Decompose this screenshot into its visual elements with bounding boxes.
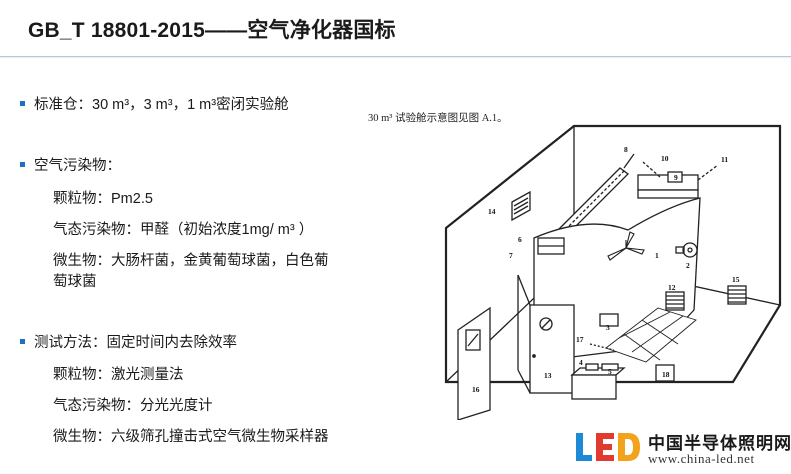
storage-box <box>655 364 675 382</box>
diagram-label-4: 4 <box>579 358 583 367</box>
diagram-label-18: 18 <box>662 370 670 379</box>
bullet-item-chamber: 标准仓：30 m³，3 m³，1 m³密闭实验舱 <box>20 93 289 114</box>
sampler-bench <box>570 363 626 400</box>
diagram-label-7: 7 <box>509 251 513 260</box>
purifier-device <box>599 313 619 327</box>
bullet-item-pollutants: 空气污染物： <box>20 154 121 175</box>
diagram-label-1: 1 <box>655 251 659 260</box>
sub-item-microbe-method: 微生物：六级筛孔撞击式空气微生物采样器 <box>53 429 329 445</box>
diagram-label-16: 16 <box>472 385 480 394</box>
inner-test-chamber <box>517 274 575 394</box>
bullet-label: 测试方法：固定时间内去除效率 <box>34 335 237 351</box>
diagram-label-5: 5 <box>608 367 612 376</box>
diagram-label-14: 14 <box>488 207 496 216</box>
chamber-diagram: 1 2 3 4 5 6 7 8 9 10 11 12 13 14 15 16 1… <box>444 124 782 420</box>
china-led-logo: 中国半导体照明网 www.china-led.net <box>572 425 791 471</box>
sub-item-microbes: 微生物：大肠杆菌，金黄葡萄球菌，白色葡 <box>53 253 329 269</box>
logo-url: www.china-led.net <box>648 451 755 466</box>
wall-grille-left <box>511 190 531 222</box>
diagram-label-12: 12 <box>668 283 676 292</box>
bullet-icon <box>20 338 25 344</box>
sub-item-microbes-cont: 萄球菌 <box>53 274 97 290</box>
diagram-label-9: 9 <box>674 173 678 182</box>
sub-item-gas-method: 气态污染物：分光光度计 <box>53 398 213 414</box>
diagram-label-13: 13 <box>544 371 552 380</box>
diagram-label-10: 10 <box>661 154 669 163</box>
blower-icon <box>675 242 698 258</box>
led-logo-icon <box>576 433 640 461</box>
floor-grid <box>605 307 697 363</box>
page-title: GB_T 18801-2015——空气净化器国标 <box>28 19 396 42</box>
bullet-icon <box>20 100 25 106</box>
mixing-fan-icon <box>607 231 645 261</box>
diagram-label-2: 2 <box>686 261 690 270</box>
wall-grille-right <box>727 285 747 305</box>
diagram-label-3: 3 <box>606 323 610 332</box>
title-divider <box>0 56 791 59</box>
diagram-label-15: 15 <box>732 275 740 284</box>
sub-item-gaseous: 气态污染物：甲醛（初始浓度1mg/ m³ ） <box>53 222 314 238</box>
figure-caption: 30 m³ 试验舱示意图见图 A.1。 <box>368 113 508 124</box>
bullet-label: 空气污染物： <box>34 158 121 174</box>
bullet-label: 标准仓：30 m³，3 m³，1 m³密闭实验舱 <box>34 97 289 113</box>
bullet-icon <box>20 161 25 167</box>
diagram-label-8: 8 <box>624 145 628 154</box>
exhaust-unit <box>637 161 719 199</box>
sub-item-particles: 颗粒物：Pm2.5 <box>53 191 153 207</box>
entrance-door <box>457 306 491 420</box>
diagram-label-6: 6 <box>518 235 522 244</box>
wall-grille-center <box>665 291 685 311</box>
diagram-label-17: 17 <box>576 335 584 344</box>
diagram-label-11: 11 <box>721 155 728 164</box>
bullet-item-method: 测试方法：固定时间内去除效率 <box>20 331 237 352</box>
logo-text: 中国半导体照明网 <box>648 434 791 453</box>
sub-item-particle-method: 颗粒物：激光测量法 <box>53 367 184 383</box>
